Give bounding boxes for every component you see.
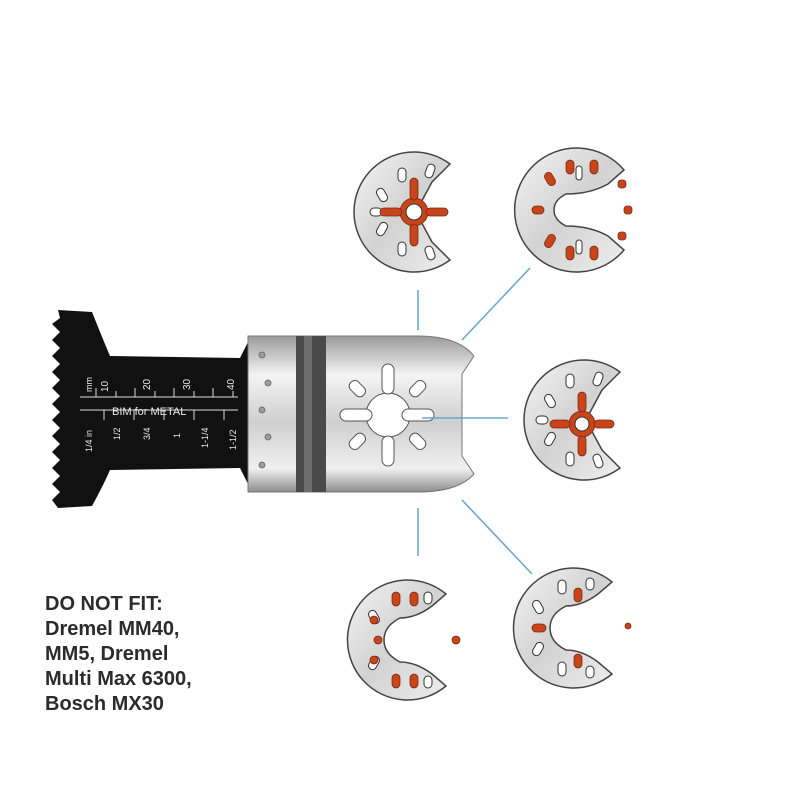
open-slot-mount-icon	[346, 579, 461, 701]
inch-tick-label: 1-1/2	[228, 429, 238, 450]
star-mount-icon	[523, 359, 622, 481]
metric-unit-label: mm	[84, 377, 94, 392]
connector-line	[461, 267, 531, 341]
incompatibility-note: DO NOT FIT: Dremel MM40, MM5, Dremel Mul…	[45, 592, 305, 717]
note-line: Multi Max 6300,	[45, 668, 192, 690]
note-line: MM5, Dremel	[45, 643, 169, 665]
metric-tick-label: 30	[182, 378, 193, 390]
ruler-markings	[80, 388, 238, 420]
blade-head	[52, 310, 250, 508]
blade-label: BIM for METAL	[112, 406, 186, 418]
compatibility-connectors	[417, 267, 533, 575]
saw-blade: mm 10 20 30 40 BIM for METAL 1/4 in 1/2 …	[52, 310, 475, 508]
star-mount-cutout	[339, 363, 435, 467]
open-slot-mount-icon	[512, 567, 632, 689]
shank-rivets	[258, 351, 272, 469]
connector-line	[461, 499, 533, 575]
metric-tick-label: 10	[100, 380, 111, 392]
note-line: Dremel MM40,	[45, 618, 180, 640]
oval-slot-mount-icon	[513, 147, 633, 273]
note-line: DO NOT FIT:	[45, 593, 163, 615]
metric-tick-label: 20	[142, 378, 153, 390]
inch-tick-label: 1/2	[112, 427, 122, 440]
star-mount-icon	[353, 151, 452, 273]
metric-tick-label: 40	[226, 378, 237, 390]
inch-unit-label: 1/4 in	[84, 430, 94, 452]
inch-tick-label: 3/4	[142, 427, 152, 440]
note-line: Bosch MX30	[45, 693, 164, 715]
inch-tick-label: 1	[172, 433, 182, 438]
inch-tick-label: 1-1/4	[200, 427, 210, 448]
